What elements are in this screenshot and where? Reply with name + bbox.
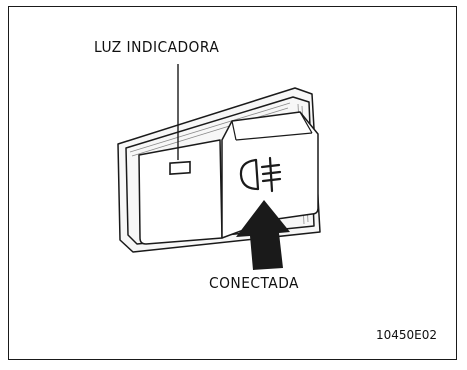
rear-fog-light-icon [239,156,282,193]
connected-label: CONECTADA [209,274,299,292]
diagram-frame [8,6,457,360]
up-arrow-icon [236,200,290,270]
rocker-edge-lines [231,111,313,141]
rocker-left-face [138,139,223,245]
indicator-light-label: LUZ INDICADORA [94,38,220,56]
rectangle-lamp-icon [169,160,191,175]
figure-code: 10450E02 [375,328,437,342]
